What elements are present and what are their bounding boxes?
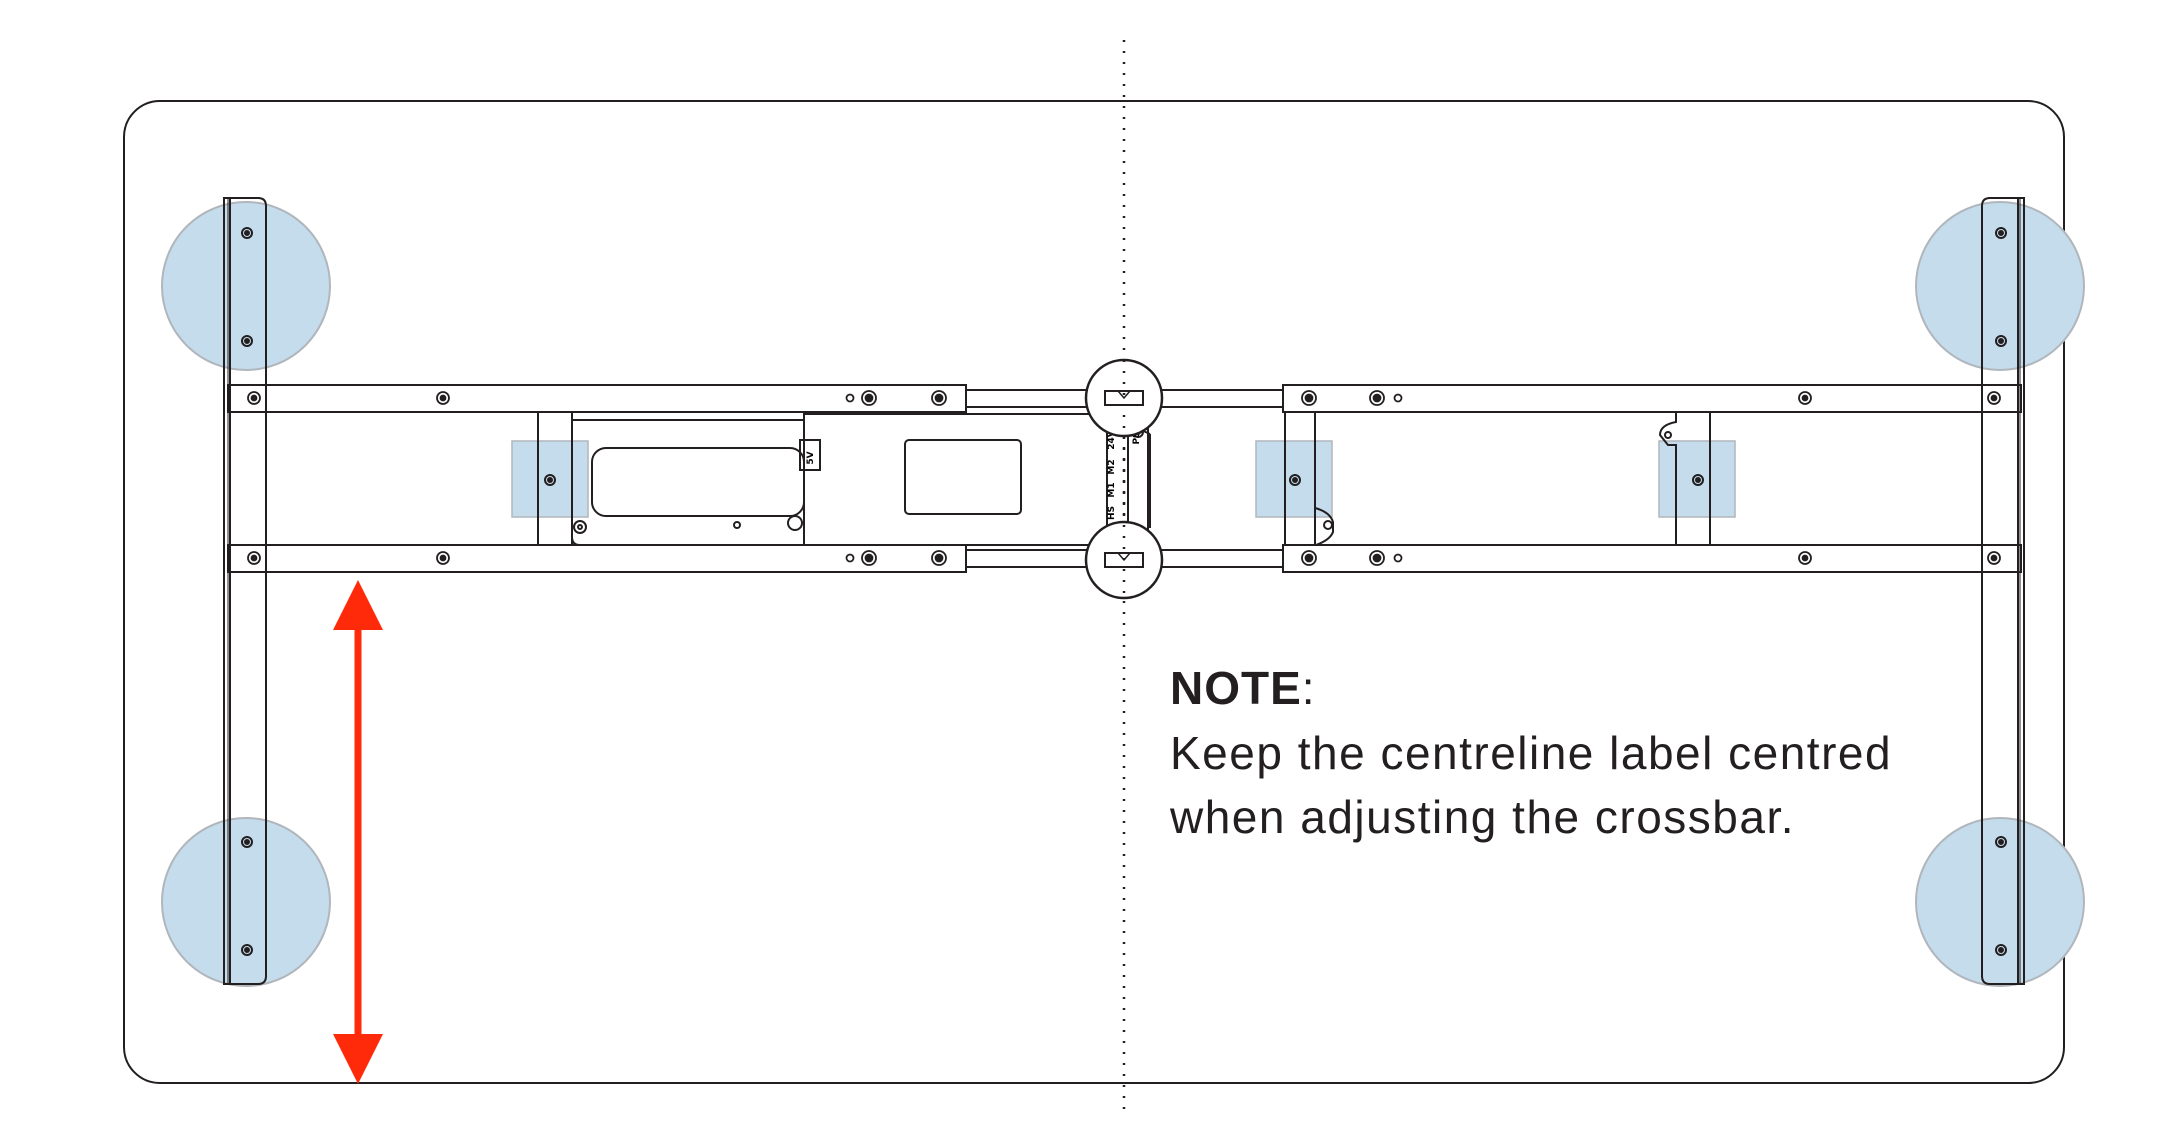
left-foot bbox=[223, 197, 267, 985]
rail-top-left bbox=[227, 384, 967, 413]
foot-screws bbox=[241, 227, 2007, 956]
desk-top-outline bbox=[123, 100, 2065, 1084]
double-headed-arrow-icon bbox=[333, 580, 383, 1084]
crossbar-brackets bbox=[537, 411, 1711, 546]
note-heading-colon: : bbox=[1301, 662, 1316, 714]
note-line-1: Keep the centreline label centred bbox=[1170, 727, 1893, 779]
label-hs: HS bbox=[1107, 506, 1117, 520]
pad-top-right bbox=[1915, 201, 2085, 371]
side-bracket-lines bbox=[265, 412, 1983, 545]
pad-bottom-right bbox=[1915, 817, 2085, 987]
pad-top-left bbox=[161, 201, 331, 371]
label-m1: M1 bbox=[1107, 482, 1117, 497]
note-block: NOTE: Keep the centreline label centred … bbox=[1170, 655, 2070, 849]
crossbar-pads bbox=[511, 440, 1736, 518]
rail-screws bbox=[247, 390, 2001, 566]
note-heading-label: NOTE bbox=[1170, 662, 1302, 714]
right-foot bbox=[1981, 197, 2025, 985]
note-line-2: when adjusting the crossbar. bbox=[1170, 791, 1796, 843]
pad-bottom-left bbox=[161, 817, 331, 987]
rail-bottom-left bbox=[227, 544, 967, 573]
control-box bbox=[571, 413, 1151, 546]
label-m2: M2 bbox=[1107, 459, 1117, 474]
label-24v: 24V bbox=[1107, 430, 1117, 450]
note-heading: NOTE: bbox=[1170, 655, 2070, 721]
pad-crossbar-3 bbox=[1658, 440, 1736, 518]
label-ps: PS bbox=[1132, 431, 1142, 444]
corner-pads bbox=[161, 201, 2085, 987]
label-5v: 5V bbox=[806, 451, 816, 464]
